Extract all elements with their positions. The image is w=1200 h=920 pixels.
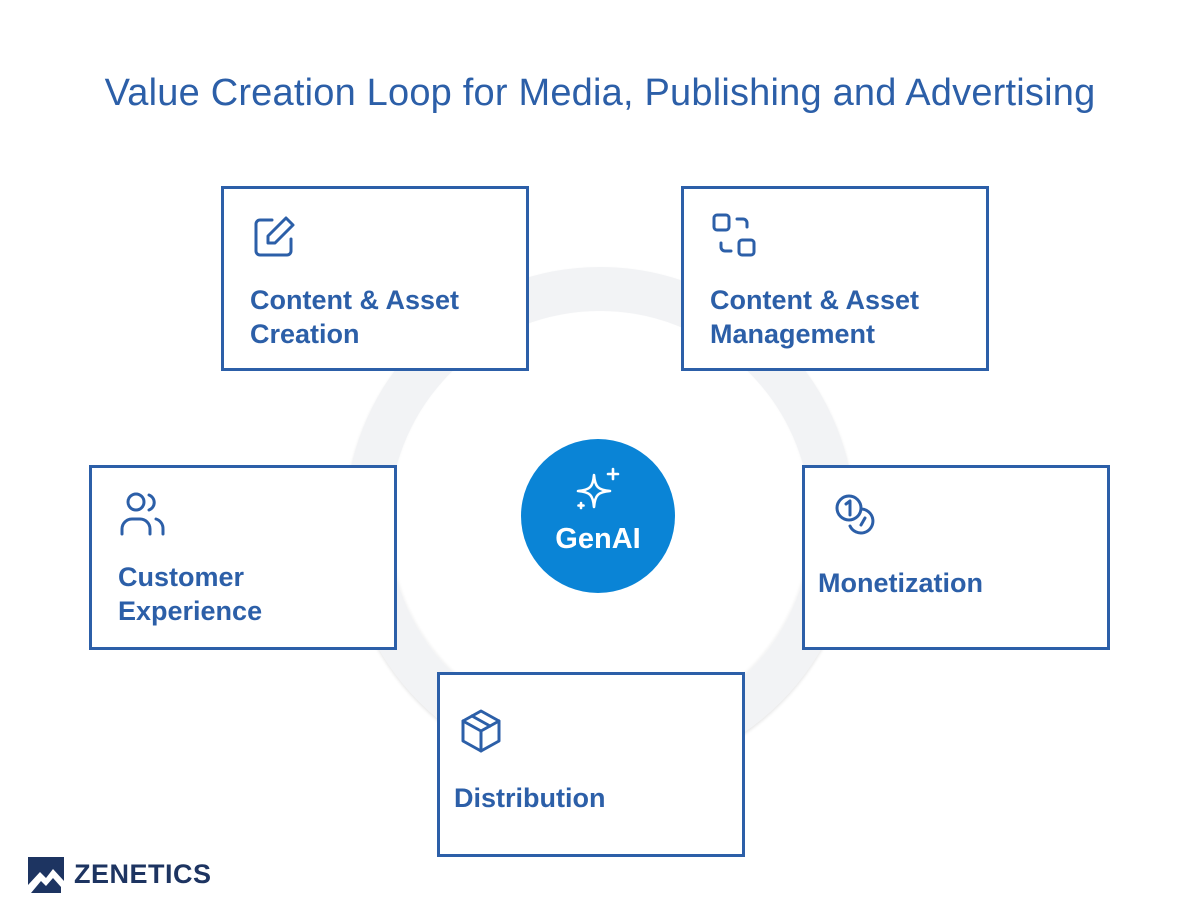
card-label: Content & Asset Management <box>710 285 920 349</box>
card-label: Distribution <box>454 783 606 813</box>
sparkles-icon <box>576 467 620 510</box>
genai-label: GenAI <box>555 523 641 555</box>
card-label: Content & Asset Creation <box>250 285 460 349</box>
card-customer-experience: Customer Experience <box>89 465 397 650</box>
users-icon <box>120 492 165 536</box>
linked-squares-icon <box>712 213 756 257</box>
mountain-logo-icon <box>28 857 64 893</box>
box-icon <box>461 709 501 753</box>
card-distribution: Distribution <box>437 672 745 857</box>
page-title: Value Creation Loop for Media, Publishin… <box>104 72 1096 114</box>
coins-icon <box>835 494 875 535</box>
card-content-management: Content & Asset Management <box>681 186 989 371</box>
pencil-square-icon <box>254 216 295 257</box>
logo-wordmark: ZENETICS <box>74 859 212 889</box>
card-label: Monetization <box>818 568 983 598</box>
card-content-creation: Content & Asset Creation <box>221 186 529 371</box>
card-monetization: Monetization <box>802 465 1110 650</box>
card-label: Customer Experience <box>118 562 263 626</box>
genai-hub: GenAI <box>521 439 675 593</box>
